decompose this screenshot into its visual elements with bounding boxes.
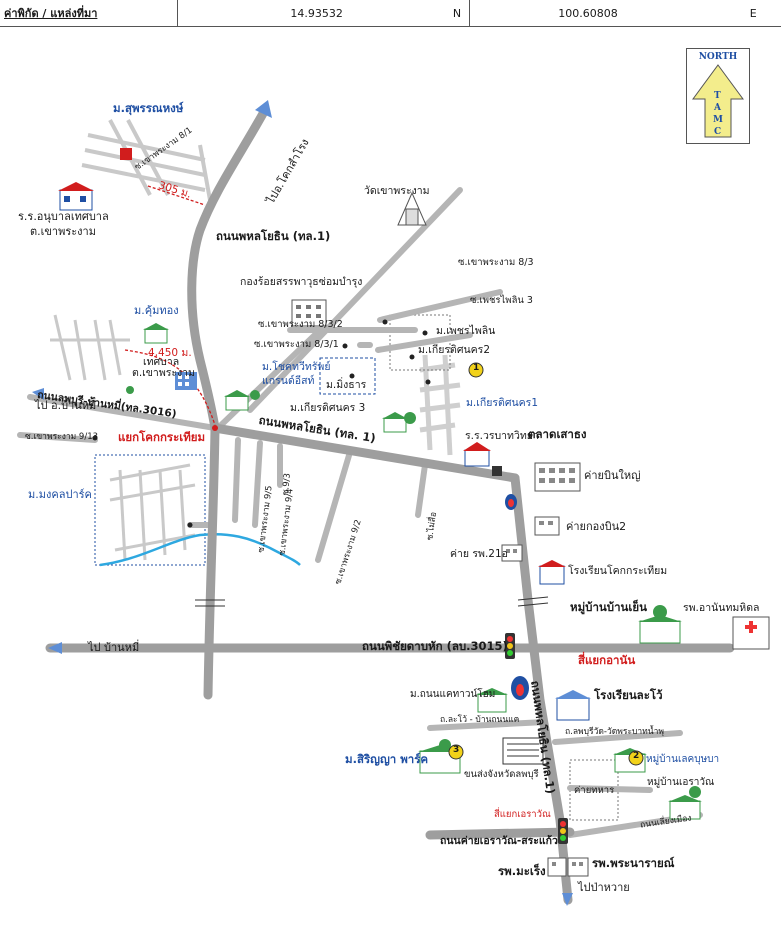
place-lopburi-station: ขนส่งจังหวัดลพบุรี [464,769,539,780]
soi-8-3: ซ.เขาพระงาม 8/3 [458,257,534,268]
place-kiatdisakorn1: ม.เกียรติศนคร1 [466,397,539,409]
place-mingthan: ม.มิ่งธาร [326,379,367,391]
road-phichai: ถนนพิชัยดาบหัก (ลบ.3015) [362,639,508,653]
suphannahong-marker [120,148,132,160]
place-t-khaophrangam2: ต.เขาพระงาม [132,367,195,379]
map-canvas [17,100,770,906]
longitude-cell: 100.60808 E [470,0,781,26]
place-suphannahong: ม.สุพรรณหงษ์ [113,101,184,115]
secondary-roads [17,187,703,838]
latitude-cell: 14.93532 N [178,0,471,26]
north-letter-m: M [713,115,723,125]
place-camp-hospital21: ค่าย รพ.21อ [450,548,508,560]
latitude-value: 14.93532 [290,6,343,20]
distance-305-line [147,185,206,206]
marker-3: 3 [453,745,460,755]
marker-1: 1 [473,363,480,373]
to-pa-wai: ไปป่าหวาย [578,881,630,894]
latitude-dir: N [452,6,462,20]
longitude-value: 100.60808 [558,6,618,20]
place-chokthawi: ม.โชคทวีทรัพย์ [262,361,331,373]
place-sirinya-park: ม.สิริญญา พาร์ค [345,752,429,766]
soi-lopburi-wat: ถ.ลพบุรีวัด-วัดพระบาทน้ำพุ [565,727,664,737]
place-talat-saothong: ตลาดเสาธง [528,427,587,441]
coordinate-header: ค่าพิกัด / แหล่งที่มา 14.93532 N 100.608… [0,0,781,27]
place-phetphailin: ม.เพชรไพลิน [436,325,496,337]
phetphailin-boundary [389,314,451,371]
bank-icon [492,466,502,476]
place-worawat-school: ร.ร.วรบาทวิทยา [465,430,539,442]
building-icons [58,182,770,877]
north-label: NORTH [698,52,738,62]
main-roads [45,105,735,905]
soi-8-3-1: ซ.เขาพระงาม 8/3/1 [254,339,339,350]
place-lopburi-school: โรงเรียนละโว้ [594,688,663,702]
coord-label: ค่าพิกัด / แหล่งที่มา [0,0,179,26]
kiatdisakorn-streets [419,354,461,456]
arrow-south-icon [562,893,573,906]
khok-tiam-point [212,425,218,431]
place-anan-hospital: รพ.อานันทมหิดล [683,602,760,614]
place-grand-estate: แกรนด์อีสท์ [262,375,315,387]
place-thanon-khae: ม.ถนนแคทาวน์โฮม [410,689,496,700]
arrow-west-2-icon [48,642,62,654]
to-ban-mi-2: ไป บ้านหมี่ [88,641,140,654]
place-phranarai-hospital: รพ.พระนารายณ์ [592,856,675,870]
arrow-west-icon [32,388,44,400]
river [99,533,301,567]
place-wat: วัดเขาพระงาม [364,185,430,197]
traffic-lights [505,633,568,844]
road-breaks [195,596,549,607]
erawan-junction: สี่แยกเอราวัณ [494,809,551,820]
place-erawan-village: หมู่บ้านเอราวัณ [647,777,715,788]
longitude-dir: E [749,6,757,20]
distance-4450-line [124,349,216,426]
anan-junction: สี่แยกอานัน [578,653,636,667]
place-anuban-school: ร.ร.อนุบาลเทศบาล [18,210,109,223]
soi-9-13: ซ.เขาพระงาม 9/13 [25,432,99,442]
suphannahong-streets [81,119,212,201]
north-letter-t: T [714,91,721,101]
fuel-station-icons [505,494,529,700]
place-maseng-hospital: รพ.มะเร็ง [498,864,546,878]
mongkhon-park-streets [109,463,196,561]
road-phahon-1: ถนนพหลโยธิน (ทล.1) [216,229,331,243]
place-kong-roi: กองร้อยสรรพาวุธซ่อมบำรุง [240,276,363,288]
road-khai-erawan: ถนนค่ายเอราวัณ-สระแก้ว [440,835,558,847]
mingthan-boundary [319,357,376,395]
numbered-markers [448,362,644,766]
place-thesaban: เทศบาล [143,356,180,368]
to-ban-mi-1: ไป อ.บ้านหมี่ [35,399,97,412]
place-mongkhon-park: ม.มงคลปาร์ค [28,488,92,501]
place-camp-kong-bin2: ค่ายกองบิน2 [566,520,627,533]
place-camp-bin-yai: ค่ายบินใหญ่ [584,469,641,482]
place-khumthong: ม.คุ้มทอง [134,304,179,317]
place-lak-buppha: หมู่บ้านเลคบุษบา [646,754,720,765]
soi-9-3: ซ.9/3 [280,472,293,496]
soi-lado: ถ.ละโว้ - บ้านถนนแค [440,715,520,725]
soi-8-3-2: ซ.เขาพระงาม 8/3/2 [258,319,343,330]
place-kiatdisakorn2: ม.เกียรติศนคร2 [418,344,491,356]
arrow-north-icon [255,100,272,118]
mongkhon-park-boundary [94,454,206,566]
north-arrow: NORTH T A M C [686,48,750,144]
marker-2: 2 [633,751,640,761]
place-ban-yen-village: หมู่บ้านบ้านเย็น [570,600,647,614]
north-letter-a: A [714,103,721,113]
location-dots [92,319,431,528]
distance-4450: 4,450 ม. [148,347,192,359]
place-camp-thahan: ค่ายทหาร [574,785,615,796]
khok-tiam-junction: แยกโคกกระเทียม [118,430,206,444]
north-letter-c: C [714,127,722,137]
soi-phetphailin: ซ.เพชรไพลิน 3 [470,295,533,306]
place-khok-tiam-school: โรงเรียนโคกกระเทียม [568,565,668,577]
khumthong-streets [50,314,130,381]
village-icons [126,323,702,820]
north-arrow-icon [692,64,744,138]
place-kiatdisakorn3: ม.เกียรติศนคร 3 [290,402,366,414]
place-t-khaophrangam: ต.เขาพระงาม [30,225,96,238]
